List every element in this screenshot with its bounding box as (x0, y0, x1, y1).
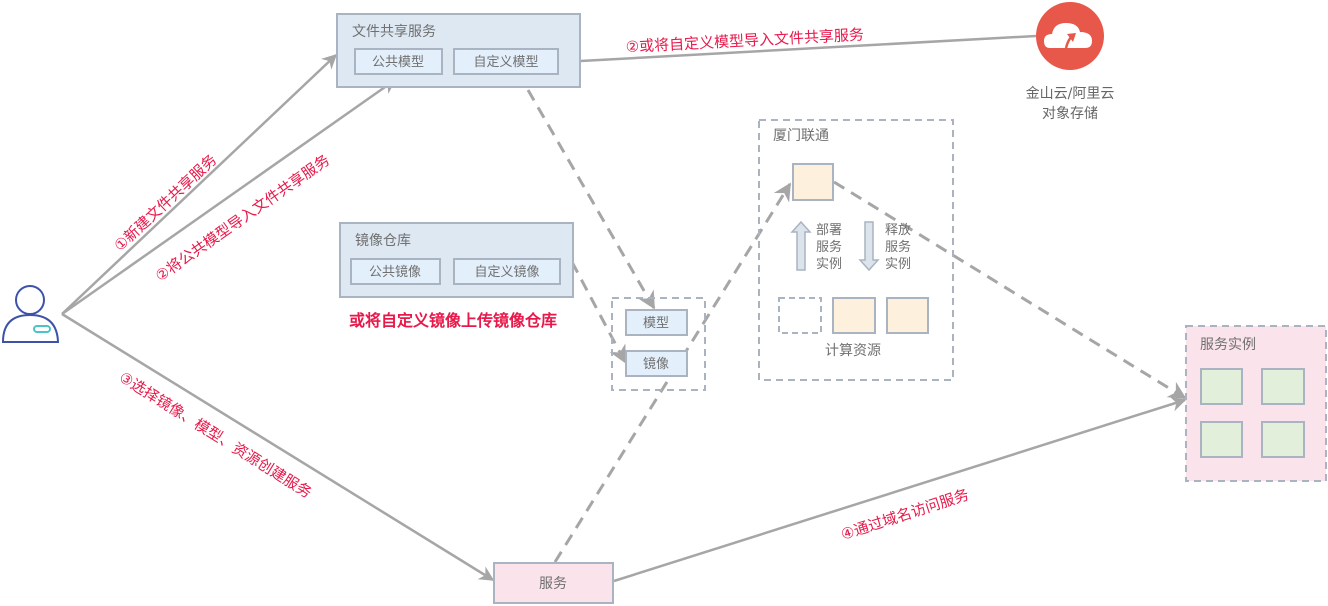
dashed-region-to-instances (833, 180, 1187, 400)
cloud-storage-line1: 金山云/阿里云 (1026, 86, 1115, 102)
arrow-user-to-public-model (61, 78, 397, 316)
dashed-image-to-mount (570, 261, 627, 364)
instance-box[interactable] (1200, 368, 1243, 405)
mount-image-box[interactable]: 镜像 (625, 350, 688, 377)
resource-slot-used[interactable] (832, 297, 876, 334)
mount-model-box[interactable]: 模型 (625, 309, 688, 336)
custom-image-label: 自定义镜像 (474, 265, 539, 280)
cloud-upload-icon (1036, 2, 1104, 70)
arrow-service-to-instances (613, 396, 1187, 583)
connectors (61, 34, 1187, 583)
step2a-label: ②将公共模型导入文件共享服务 (152, 151, 333, 285)
public-image-label: 公共镜像 (369, 265, 421, 280)
service-label: 服务 (539, 576, 567, 592)
file-share-title: 文件共享服务 (352, 23, 436, 40)
service-instances-title: 服务实例 (1200, 337, 1256, 353)
release-label-2: 服务 (885, 239, 911, 255)
resource-slot-empty[interactable] (778, 297, 822, 334)
custom-image-box[interactable]: 自定义镜像 (453, 258, 561, 285)
mount-image-label: 镜像 (643, 357, 669, 372)
release-arrow-icon (858, 221, 880, 272)
deploy-arrow-icon (790, 220, 812, 271)
public-model-box[interactable]: 公共模型 (354, 48, 443, 75)
release-label-3: 实例 (885, 257, 911, 272)
deploy-label-3: 实例 (816, 257, 842, 272)
release-label-1: 释放 (885, 223, 911, 238)
deploy-label-2: 服务 (816, 239, 842, 255)
step4-label: ④通过域名访问服务 (839, 485, 971, 543)
resources-label: 计算资源 (825, 343, 881, 359)
service-box[interactable]: 服务 (493, 562, 614, 604)
public-image-box[interactable]: 公共镜像 (350, 258, 441, 285)
instance-box[interactable] (1200, 421, 1243, 458)
region-title: 厦门联通 (773, 128, 829, 144)
image-repo-title: 镜像仓库 (355, 233, 411, 249)
service-instances[interactable]: 服务实例 (1185, 325, 1327, 482)
arrow-user-to-service (61, 312, 495, 582)
instance-box[interactable] (1261, 421, 1305, 458)
deployed-instance-box[interactable] (792, 163, 834, 201)
resource-slot-used[interactable] (886, 297, 929, 334)
custom-model-label: 自定义模型 (473, 55, 538, 70)
image-upload-note: 或将自定义镜像上传镜像仓库 (349, 311, 557, 330)
custom-model-box[interactable]: 自定义模型 (453, 48, 559, 75)
step3-label: ③选择镜像、模型、资源创建服务 (116, 368, 315, 502)
user-icon[interactable] (1, 285, 60, 343)
region-xiamen: 厦门联通 部署 服务 实例 释放 服务 实例 计算资源 (758, 119, 954, 381)
cloud-storage-line2: 对象存储 (1042, 106, 1098, 122)
arrow-user-to-fileshare (61, 53, 338, 315)
file-share-service[interactable]: 文件共享服务 公共模型 自定义模型 (336, 13, 581, 88)
deploy-label-1: 部署 (816, 223, 842, 238)
mount-model-label: 模型 (643, 316, 669, 331)
instance-box[interactable] (1261, 368, 1305, 405)
image-repository[interactable]: 镜像仓库 公共镜像 自定义镜像 (339, 222, 574, 298)
dashed-model-to-mount (526, 89, 656, 310)
mount-group: 模型 镜像 (611, 297, 706, 391)
arrow-cloud-to-custom-model (560, 34, 1037, 69)
cloud-storage[interactable]: 金山云/阿里云 对象存储 (1026, 2, 1115, 122)
public-model-label: 公共模型 (372, 55, 424, 70)
